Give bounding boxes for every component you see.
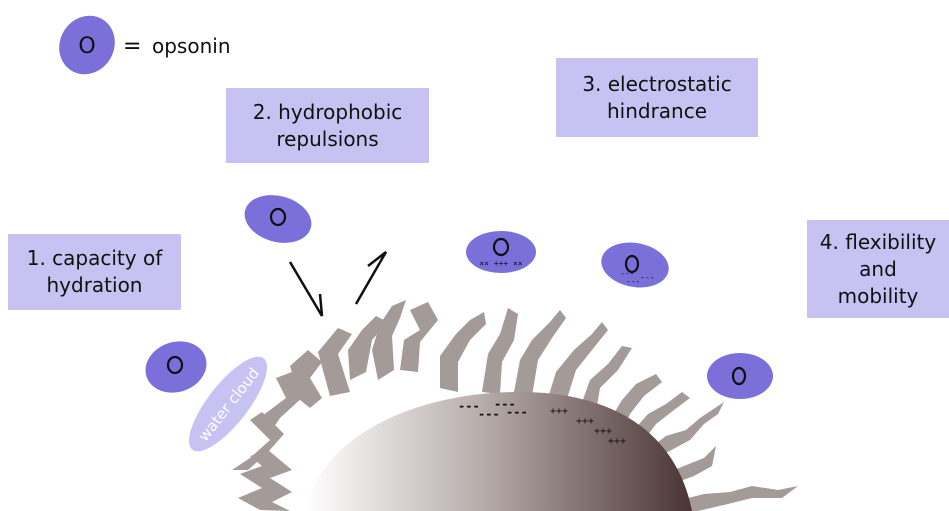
polymer-chain [440, 312, 486, 392]
repulsion-arrows [290, 252, 386, 316]
mechanism-label-electrostatic: 3. electrostatic hindrance [556, 58, 758, 137]
polymer-chain [318, 328, 352, 396]
polymer-chain [238, 450, 292, 511]
mechanism-label-flexibility: 4. flexibility and mobility [807, 220, 949, 318]
legend-label: opsonin [152, 34, 231, 58]
mechanism-label-hydration: 1. capacity of hydration [8, 234, 181, 310]
arrow-out-icon [356, 252, 386, 304]
opsonin-charge: --- [626, 277, 640, 286]
legend-opsonin-icon: O [49, 6, 126, 85]
opsonin-charge: ×× +++ ×× [479, 259, 523, 268]
positive-charge: +++ [608, 436, 626, 447]
positive-charge: +++ [550, 406, 568, 417]
positive-charge: +++ [576, 416, 594, 427]
arrow-in-icon [290, 262, 322, 316]
opsonin-icon [239, 188, 317, 250]
opsonin-icon: --- --- --- [598, 237, 673, 292]
negative-charge: --- [478, 407, 500, 421]
opsonin-charge: --- [640, 273, 654, 282]
polymer-chain [482, 308, 518, 394]
polymer-chain [680, 486, 798, 511]
negative-charge: --- [506, 405, 528, 419]
opsonin-icon [707, 353, 773, 399]
legend-equals: = [123, 34, 141, 59]
polymer-chain [400, 302, 438, 372]
mechanism-label-hydrophobic: 2. hydrophobic repulsions [226, 88, 429, 163]
negative-charge: --- [458, 399, 480, 413]
opsonin-icon [139, 334, 213, 401]
svg-text:O: O [78, 34, 95, 59]
opsonin-icon: ×× +++ ×× [466, 231, 536, 273]
